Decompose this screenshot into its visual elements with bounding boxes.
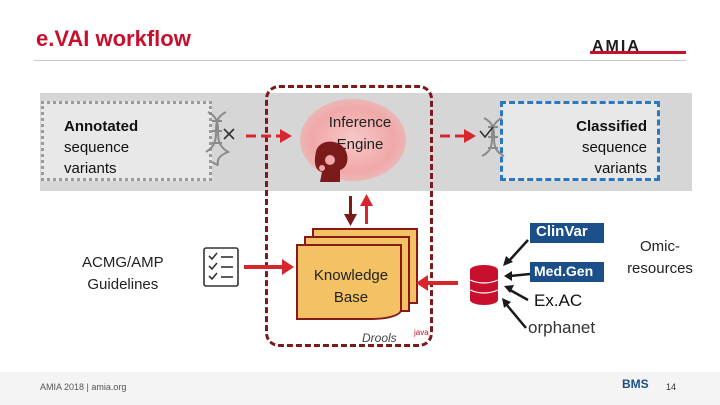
database-icon-bands (469, 279, 499, 294)
medgen-logo-bg (530, 262, 604, 282)
amia-logo: AMIA (592, 38, 641, 55)
clinvar-logo-bg (530, 223, 604, 243)
footer-band (0, 372, 720, 405)
arrow-kb-to-engine (360, 194, 373, 224)
guidelines-line1: ACMG/AMP (82, 254, 164, 271)
annotated-variants-line3: variants (64, 160, 117, 177)
annotated-variants-box: Annotated sequence variants (41, 101, 212, 181)
knowledge-base-page-front (296, 244, 402, 320)
arrows-resources-to-db (502, 239, 531, 329)
annotated-variants-title: Annotated (64, 118, 139, 135)
arrow-guidelines-to-kb (244, 259, 294, 275)
omic-resources-line2: resources (627, 260, 693, 277)
guidelines-line2: Guidelines (87, 276, 159, 293)
arrow-engine-to-kb (344, 196, 357, 226)
page-number: 14 (666, 382, 677, 392)
medgen-logo: Med.Gen (534, 263, 594, 279)
classified-variants-title: Classified (576, 118, 647, 135)
classified-variants-box: Classified sequence variants (500, 101, 660, 181)
guidelines-label: ACMG/AMP Guidelines (82, 252, 164, 296)
x-mark-icon (223, 128, 235, 140)
check-mark-icon (479, 126, 494, 139)
bms-logo: BMS (622, 377, 649, 391)
title-divider (34, 60, 686, 61)
clinvar-logo: ClinVar (536, 223, 588, 240)
footer-text: AMIA 2018 | amia.org (40, 382, 127, 392)
inference-engine-label: Inference Engine (300, 112, 420, 156)
arrow-db-to-kb (416, 275, 458, 291)
inference-engine-line2: Engine (336, 136, 384, 153)
e-vai-core-container (265, 85, 433, 347)
orphanet-logo: orphanet (528, 318, 596, 337)
omic-resources-line1: Omic- (640, 238, 680, 255)
arrow-input-to-engine (246, 129, 292, 143)
amia-logo-underline (590, 51, 686, 54)
omic-resources-label: Omic- resources (600, 236, 720, 280)
database-icon (470, 265, 498, 305)
inference-engine-line1: Inference (328, 114, 392, 131)
classified-variants-line2: sequence (581, 139, 647, 156)
knowledge-base-line1: Knowledge (313, 267, 389, 284)
checklist-icon (203, 247, 239, 287)
java-logo: java (414, 328, 429, 337)
knowledge-base-label: Knowledge Base (296, 265, 406, 309)
head-gears-icon (314, 141, 348, 182)
page-title: e.VAI workflow (36, 26, 191, 51)
arrow-engine-to-output (440, 129, 476, 143)
drools-logo: Drools (362, 331, 397, 345)
exac-logo: Ex.AC (534, 291, 583, 310)
annotated-variants-line2: sequence (64, 139, 130, 156)
knowledge-base-line2: Base (333, 289, 369, 306)
dna-icon (205, 111, 231, 166)
classified-variants-line3: variants (594, 160, 647, 177)
